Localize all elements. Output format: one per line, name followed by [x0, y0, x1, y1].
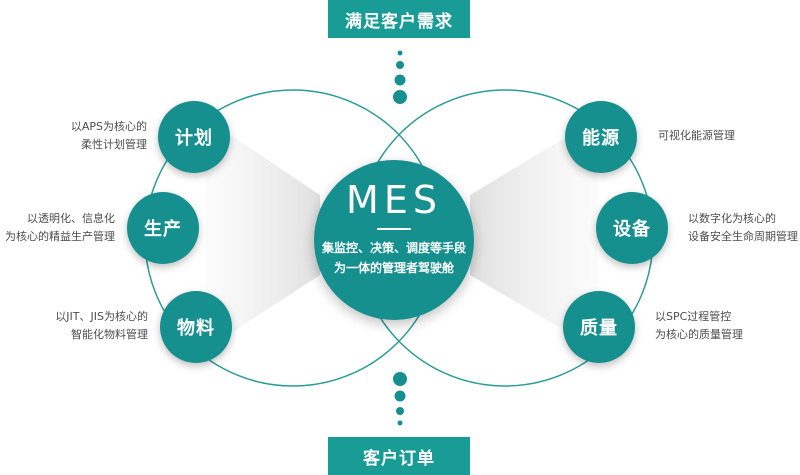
- top-banner: 满足客户需求: [328, 0, 470, 38]
- note-equipment-line-2: 设备安全生命周期管理: [688, 230, 798, 243]
- top-dot-2: [396, 61, 404, 69]
- bottom-dot-1: [393, 372, 407, 386]
- node-energy: 能源: [565, 101, 637, 173]
- right-light-beam: [470, 118, 598, 350]
- note-material-line-2: 智能化物料管理: [71, 328, 148, 341]
- bottom-dot-3: [396, 407, 404, 415]
- note-energy-line-1: 可视化能源管理: [658, 129, 735, 142]
- note-plan: 以APS为核心的 柔性计划管理: [71, 118, 147, 154]
- core-desc-line-2: 为一体的管理者驾驶舱: [333, 261, 454, 275]
- note-production-line-1: 以透明化、信息化: [27, 212, 115, 225]
- node-material: 物料: [160, 291, 232, 363]
- node-quality: 质量: [563, 291, 635, 363]
- core-title: MES: [346, 178, 442, 222]
- node-production: 生产: [127, 192, 199, 264]
- core-description: 集监控、决策、调度等手段 为一体的管理者驾驶舱: [322, 238, 466, 278]
- mes-core-circle: MES 集监控、决策、调度等手段 为一体的管理者驾驶舱: [314, 160, 474, 320]
- note-equipment: 以数字化为核心的 设备安全生命周期管理: [688, 210, 798, 246]
- note-material: 以JIT、JIS为核心的 智能化物料管理: [55, 308, 148, 344]
- node-plan: 计划: [158, 101, 230, 173]
- note-plan-line-1: 以APS为核心的: [70, 120, 147, 133]
- note-plan-line-2: 柔性计划管理: [81, 138, 147, 151]
- core-divider: [377, 228, 411, 230]
- top-dot-3: [394, 74, 406, 86]
- bottom-banner: 客户订单: [328, 437, 470, 475]
- left-light-beam: [205, 118, 320, 350]
- bottom-dot-4: [397, 420, 403, 426]
- note-production-line-2: 为核心的精益生产管理: [5, 230, 115, 243]
- note-quality-line-2: 为核心的质量管理: [655, 328, 743, 341]
- note-quality: 以SPC过程管控 为核心的质量管理: [655, 308, 743, 344]
- core-desc-line-1: 集监控、决策、调度等手段: [321, 241, 466, 255]
- top-dot-4: [393, 90, 407, 104]
- note-energy: 可视化能源管理: [658, 127, 735, 145]
- note-production: 以透明化、信息化 为核心的精益生产管理: [5, 210, 115, 246]
- note-material-line-1: 以JIT、JIS为核心的: [55, 310, 148, 323]
- note-quality-line-1: 以SPC过程管控: [655, 310, 732, 323]
- top-dot-1: [397, 50, 403, 56]
- node-equipment: 设备: [596, 192, 668, 264]
- note-equipment-line-1: 以数字化为核心的: [688, 212, 776, 225]
- bottom-dot-2: [394, 390, 406, 402]
